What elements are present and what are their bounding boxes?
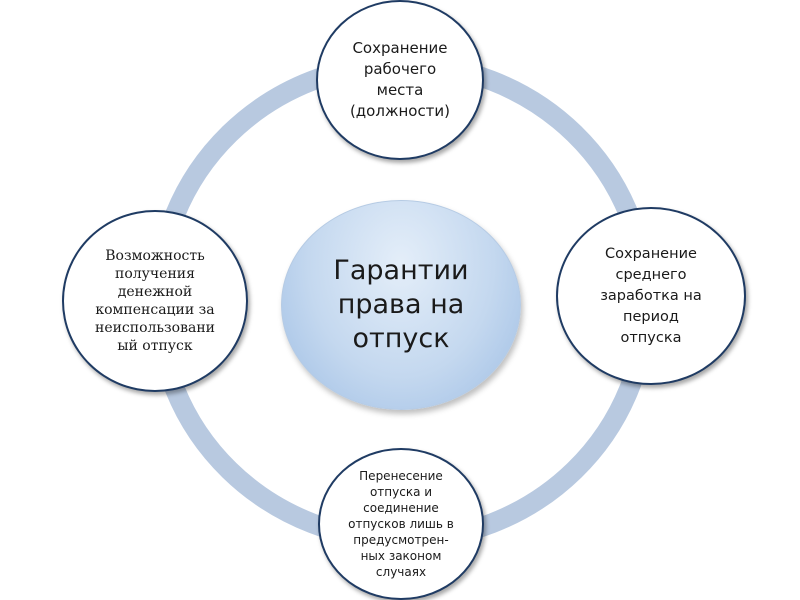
node-left: Возможность получения денежной компенсац… [62,210,248,392]
node-right-label: Сохранение среднего заработка на период … [600,245,702,346]
node-right: Сохранение среднего заработка на период … [556,207,746,385]
center-circle: Гарантии права на отпуск [281,200,521,410]
node-bottom-label: Перенесение отпуска и соединение отпуско… [348,469,454,579]
node-top: Сохранение рабочего места (должности) [316,0,484,160]
node-top-label: Сохранение рабочего места (должности) [349,39,451,120]
center-label: Гарантии права на отпуск [333,255,469,354]
node-left-label: Возможность получения денежной компенсац… [94,248,216,354]
node-bottom: Перенесение отпуска и соединение отпуско… [318,448,484,600]
